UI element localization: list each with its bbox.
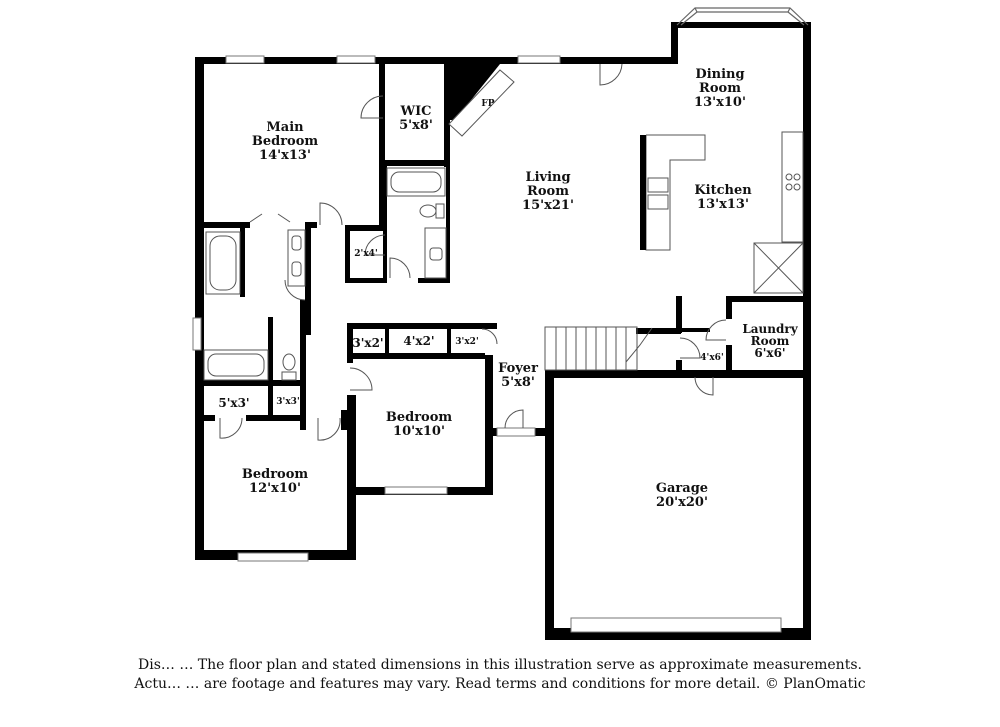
door-main-bath-2 [277,213,291,223]
closet-3x2-b-dims: 3'x2' [455,337,478,347]
bedroom-center-dims: 10'x10' [393,424,445,439]
window-center-bedroom [384,486,448,495]
door-main-bath-1 [249,213,263,223]
closet-3x3-dims: 3'x3' [276,397,299,407]
bedroom-center-label: Bedroom [386,410,453,425]
window-living [517,55,561,64]
garage-dims: 20'x20' [656,495,708,510]
garage-door [570,617,782,633]
interior-walls [195,57,804,435]
window-main-bedroom-1 [225,55,265,64]
fireplace-label: FP [481,99,494,109]
door-closet-5x3 [219,417,243,439]
closet-3x2-a-dims: 3'x2' [352,336,383,350]
window-left-bedroom [237,552,309,562]
door-bath-small [389,257,411,279]
wic-label: WIC [399,104,431,119]
closet-5x3-dims: 5'x3' [218,396,249,410]
stairs [544,326,653,371]
main-bedroom-label-1: Main [266,120,304,135]
main-bedroom-label-2: Bedroom [252,134,319,149]
closet-4x6-dims: 4'x6' [700,353,723,363]
main-bedroom-dims: 14'x13' [259,148,311,163]
laundry-room-dims: 6'x6' [754,346,785,360]
door-hall-bath [319,202,343,226]
dining-room-label-2: Room [699,81,741,96]
kitchen-dims: 13'x13' [697,197,749,212]
door-patio [599,63,623,86]
living-room-dims: 15'x21' [522,198,574,213]
door-closet-4x6-a [679,337,701,359]
living-room-label-2: Room [527,184,569,199]
doors [219,63,727,441]
closet-2x4-dims: 2'x4' [354,249,377,259]
door-bath-closet [364,234,386,256]
dining-room-dims: 13'x10' [694,95,746,110]
window-left-side [192,317,202,351]
window-main-bedroom-2 [336,55,376,64]
wic-dims: 5'x8' [399,118,433,133]
dining-room-label-1: Dining [695,67,744,82]
door-lower-bath [284,279,306,301]
windows [192,55,782,633]
closet-4x2-dims: 4'x2' [403,334,434,348]
door-laundry [705,319,727,341]
garage-label: Garage [656,481,708,496]
bedroom-left-label: Bedroom [242,467,309,482]
door-center-bedroom [349,367,373,391]
kitchen-label: Kitchen [694,183,752,198]
exterior-walls [195,22,811,640]
bedroom-left-dims: 12'x10' [249,481,301,496]
bath-fixtures [203,167,447,381]
door-front [504,409,524,429]
laundry-room-label-1: Laundry [742,322,798,336]
living-room-label-1: Living [525,170,570,185]
door-garage [694,376,714,396]
kitchen-fixtures [640,131,804,294]
door-wic [360,95,384,119]
fireplace [448,64,515,137]
foyer-dims: 5'x8' [501,375,535,390]
laundry-room-label-2: Room [751,334,790,348]
foyer-label: Foyer [498,361,538,376]
door-closet-3x3 [317,417,341,441]
door-closet-3x2-b [481,328,498,345]
disclaimer-line-2: Actu… … are footage and features may var… [134,676,866,692]
front-door [496,427,536,437]
disclaimer-line-1: Dis… … The floor plan and stated dimensi… [138,657,862,673]
bay-window [676,7,809,26]
